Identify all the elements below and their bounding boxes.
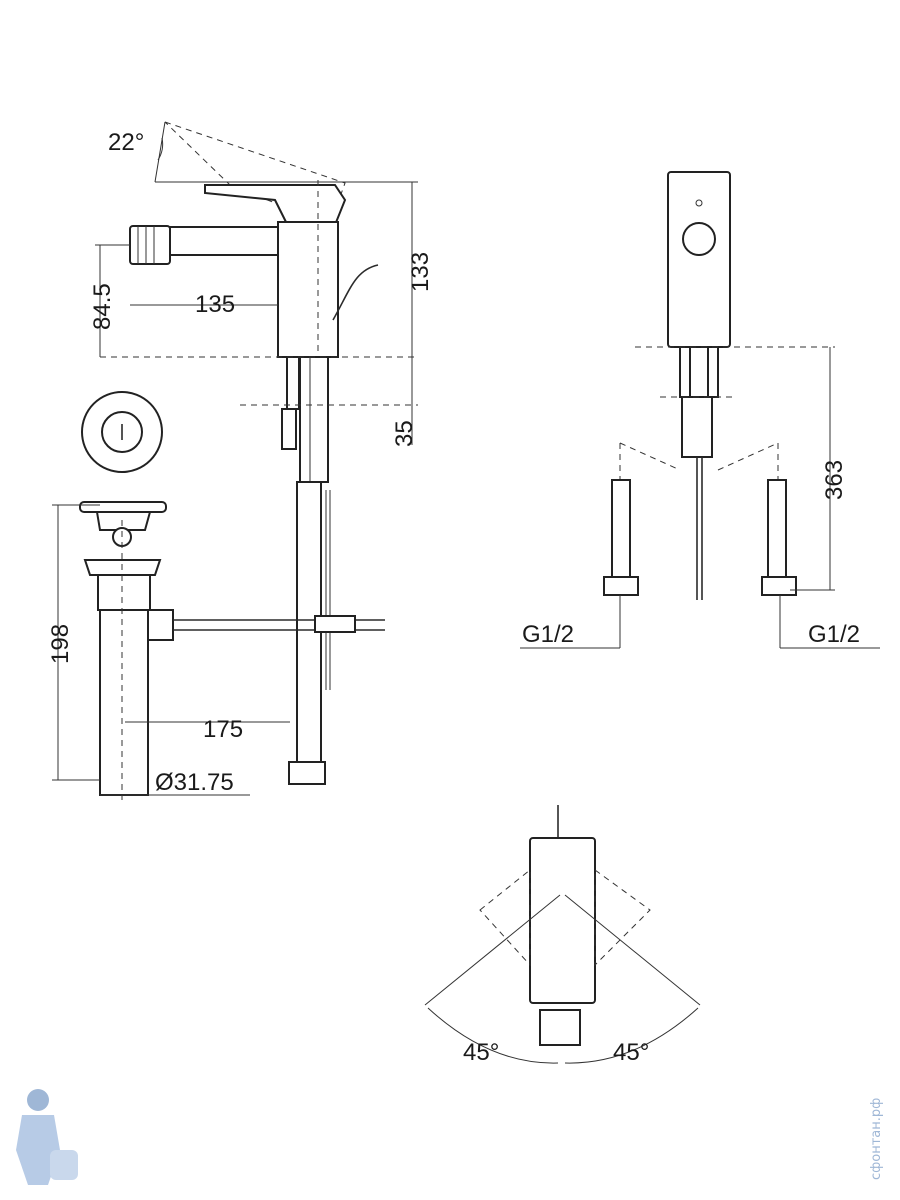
watermark-text: сфонтан.рф (869, 1098, 884, 1180)
thread-right-label: G1/2 (808, 621, 860, 648)
front-view (520, 171, 880, 649)
waste-diameter-label: Ø31.75 (155, 769, 234, 796)
waste-height-label: 198 (47, 624, 74, 664)
spout-reach-label: 135 (195, 291, 235, 318)
total-height-label: 133 (407, 252, 434, 292)
waste-rod-label: 175 (203, 716, 243, 743)
lever-angle-label: 22° (108, 129, 144, 156)
top-view (424, 805, 701, 1064)
waste-assembly (52, 391, 385, 800)
side-view (95, 121, 418, 785)
swivel-right-label: 45° (613, 1039, 649, 1066)
hose-length-label: 363 (821, 460, 848, 500)
spout-height-label: 84.5 (89, 283, 116, 330)
plumber-logo (16, 1089, 78, 1185)
swivel-left-label: 45° (463, 1039, 499, 1066)
thread-left-label: G1/2 (522, 621, 574, 648)
tail-length-label: 35 (391, 420, 418, 447)
